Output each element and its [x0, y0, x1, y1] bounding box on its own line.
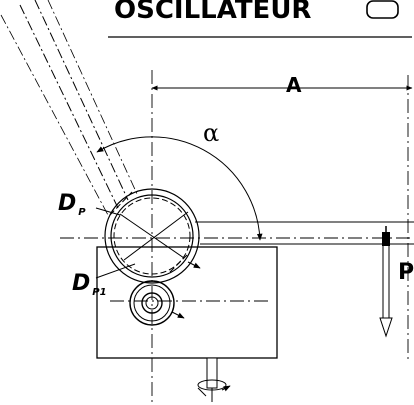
small-wheel	[129, 280, 175, 326]
alpha-label: α	[203, 119, 219, 147]
horizontal-bar	[60, 221, 414, 245]
rotation-input	[197, 357, 231, 402]
angle-alpha: α	[96, 119, 263, 241]
title-block: OSCILLATEUR	[108, 0, 412, 38]
large-wheel	[104, 188, 200, 284]
dimension-a-label: A	[286, 73, 302, 97]
title-box	[366, 0, 399, 19]
housing	[96, 246, 278, 359]
inclined-arm	[0, 0, 139, 216]
title-text: OSCILLATEUR	[114, 0, 311, 25]
force-p-label: P	[398, 260, 414, 285]
force-p: P	[379, 226, 414, 338]
dimension-a: A	[151, 73, 413, 360]
